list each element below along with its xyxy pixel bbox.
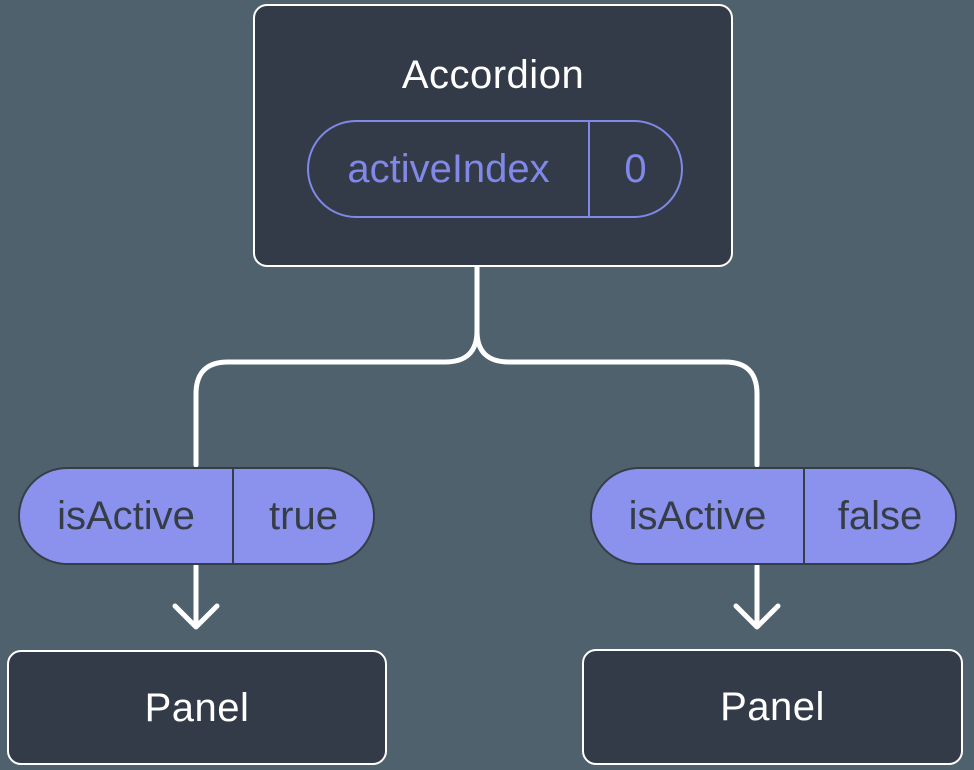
arrow-down-icon (172, 603, 220, 630)
state-value: 0 (624, 147, 647, 191)
state-pill-divider (588, 122, 590, 216)
arrow-down-icon (733, 603, 781, 630)
left-panel-title: Panel (144, 685, 250, 730)
left-prop-divider (232, 469, 234, 563)
right-panel-title: Panel (720, 685, 825, 729)
accordion-node-title: Accordion (401, 53, 585, 97)
state-pill: activeIndex 0 (307, 120, 683, 218)
left-prop-name: isActive (57, 494, 195, 538)
accordion-node: Accordion activeIndex 0 (253, 4, 733, 267)
left-panel-node: Panel (7, 650, 387, 765)
right-prop-name: isActive (628, 494, 767, 538)
left-prop-value: true (269, 494, 338, 538)
left-prop-pill: isActive true (18, 467, 375, 565)
connector-root-to-right-prop (474, 263, 760, 468)
right-prop-value: false (837, 494, 923, 538)
right-prop-pill: isActive false (590, 467, 957, 565)
right-panel-node: Panel (582, 649, 963, 765)
state-name: activeIndex (347, 147, 550, 191)
connector-root-to-left-prop (193, 263, 480, 468)
right-prop-divider (803, 469, 805, 563)
